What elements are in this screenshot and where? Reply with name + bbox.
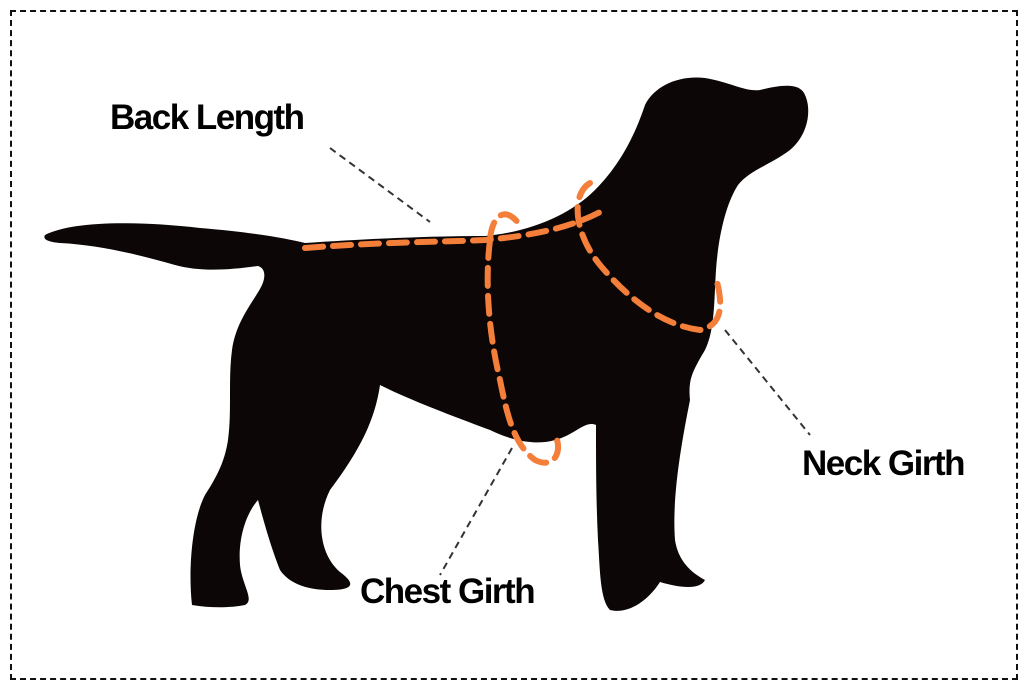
chest-girth-label: Chest Girth bbox=[360, 572, 536, 611]
neck-girth-leader bbox=[724, 329, 811, 436]
dog-silhouette-icon bbox=[44, 77, 809, 611]
dashed-border bbox=[10, 10, 1018, 680]
neck-girth-label: Neck Girth bbox=[802, 444, 966, 483]
chest-girth-line bbox=[484, 211, 562, 466]
back-length-leader bbox=[329, 147, 431, 223]
back-length-label: Back Length bbox=[110, 98, 305, 137]
back-length-line bbox=[302, 209, 603, 251]
neck-girth-line bbox=[574, 180, 724, 334]
chest-girth-leader bbox=[439, 447, 513, 576]
